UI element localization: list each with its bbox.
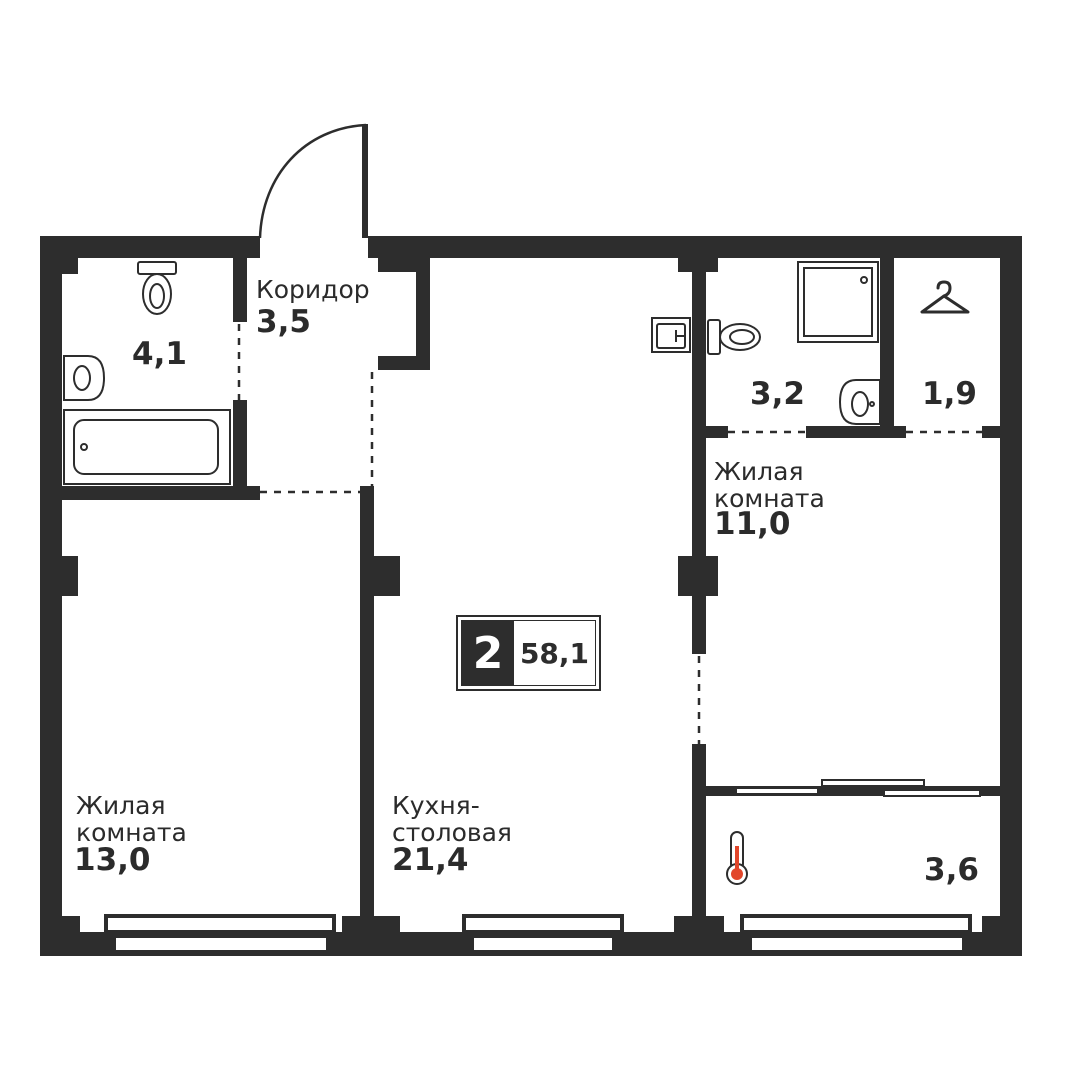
kitchen-name: Кухня- столовая xyxy=(392,791,512,847)
sink-icon xyxy=(63,355,106,401)
bathtub-icon xyxy=(63,409,231,485)
toilet-icon xyxy=(137,261,177,315)
total-area: 58,1 xyxy=(519,636,590,670)
wardrobe-area: 1,9 xyxy=(922,376,977,412)
toilet-icon xyxy=(707,319,761,355)
zone-boundaries xyxy=(237,324,982,744)
living-right-area: 11,0 xyxy=(714,506,791,542)
toilet-area: 3,2 xyxy=(750,376,805,412)
loggia-area: 3,6 xyxy=(924,852,979,888)
corridor-name: Коридор xyxy=(256,275,370,304)
living-left-name: Жилая комната xyxy=(76,791,187,847)
bathroom-area: 4,1 xyxy=(132,336,187,372)
sliding-door xyxy=(735,779,981,797)
living-right-name: Жилая комната xyxy=(714,457,825,513)
sink-icon xyxy=(651,317,691,353)
rooms-count: 2 xyxy=(462,621,514,685)
hanger-icon xyxy=(920,280,970,314)
apartment-badge: 2 58,1 xyxy=(456,615,601,691)
walls xyxy=(40,236,1022,956)
entry-door xyxy=(258,123,368,239)
shower-icon xyxy=(797,261,879,343)
sink-icon xyxy=(838,379,881,425)
thermometer-icon xyxy=(726,831,748,885)
kitchen-area: 21,4 xyxy=(392,842,469,878)
living-left-area: 13,0 xyxy=(74,842,151,878)
corridor-area: 3,5 xyxy=(256,304,311,340)
